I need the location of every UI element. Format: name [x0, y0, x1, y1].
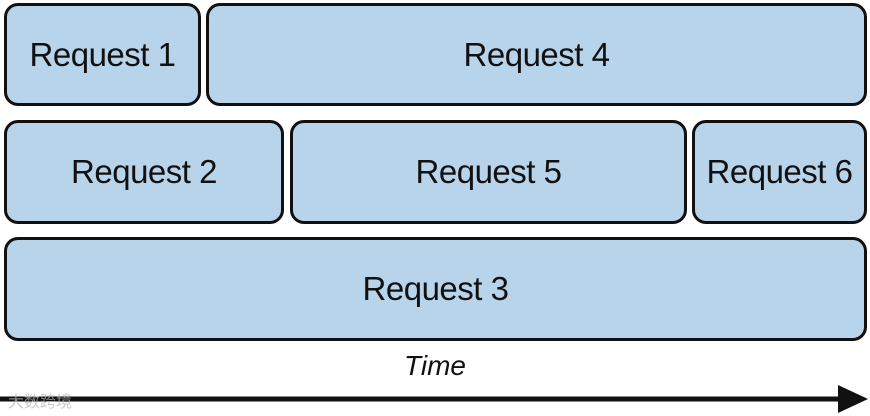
watermark-text: 大数跨境 [8, 392, 73, 411]
request-1-label: Request 1 [29, 35, 176, 73]
time-axis-label: Time [404, 350, 466, 381]
request-6-block: Request 6 [692, 120, 867, 224]
request-6-label: Request 6 [706, 153, 853, 190]
request-1-block: Request 1 [4, 3, 201, 106]
time-axis-arrow [0, 385, 868, 413]
request-3-block: Request 3 [4, 237, 867, 341]
arrowhead-icon [838, 385, 868, 413]
request-3-label: Request 3 [362, 270, 509, 307]
request-5-block: Request 5 [290, 120, 687, 224]
request-5-label: Request 5 [415, 153, 562, 190]
request-2-label: Request 2 [71, 153, 217, 190]
request-4-block: Request 4 [206, 3, 867, 106]
watermark-logo: 大数跨境 [8, 388, 72, 412]
request-2-block: Request 2 [4, 120, 284, 224]
request-4-label: Request 4 [463, 35, 610, 73]
